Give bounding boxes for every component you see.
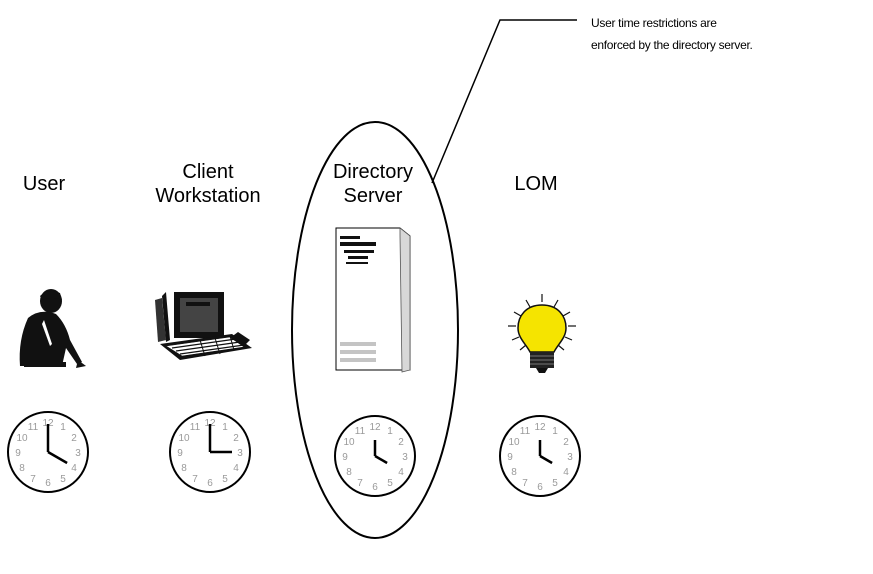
clock-numeral: 11 <box>28 422 39 433</box>
clock-numeral: 11 <box>355 426 366 437</box>
clock-numeral: 8 <box>181 463 187 474</box>
clock-numeral: 6 <box>537 482 543 493</box>
clock-numeral: 4 <box>233 463 239 474</box>
person-icon <box>20 289 86 368</box>
clock-numeral: 3 <box>567 452 573 463</box>
clock-numeral: 11 <box>520 426 531 437</box>
clock-numeral: 7 <box>522 478 528 489</box>
clock-numeral: 8 <box>346 467 352 478</box>
clock-numeral: 11 <box>190 422 201 433</box>
clock-numeral: 5 <box>552 478 558 489</box>
clock-numeral: 3 <box>75 448 81 459</box>
clock-numeral: 2 <box>563 437 569 448</box>
clock-numeral: 4 <box>71 463 77 474</box>
clock-numeral: 7 <box>357 478 363 489</box>
clock-numeral: 6 <box>372 482 378 493</box>
clock-numeral: 12 <box>534 422 546 433</box>
clock-numeral: 5 <box>222 474 228 485</box>
clock-numeral: 10 <box>16 433 28 444</box>
clock-numeral: 1 <box>552 426 558 437</box>
server-icon <box>336 228 410 372</box>
lightbulb-icon <box>508 294 576 373</box>
clock-numeral: 9 <box>507 452 513 463</box>
clock-numeral: 4 <box>563 467 569 478</box>
clock-numeral: 8 <box>511 467 517 478</box>
clock-numeral: 12 <box>369 422 381 433</box>
clock-numeral: 5 <box>60 474 66 485</box>
clock-numeral: 10 <box>508 437 520 448</box>
clock-numeral: 1 <box>60 422 66 433</box>
clock-numeral: 2 <box>71 433 77 444</box>
clock-numeral: 10 <box>178 433 190 444</box>
clock-numeral: 4 <box>398 467 404 478</box>
callout-leader-line <box>432 20 577 183</box>
clock-numeral: 3 <box>402 452 408 463</box>
clock-numeral: 7 <box>192 474 198 485</box>
clock-numeral: 5 <box>387 478 393 489</box>
clock-numeral: 6 <box>45 478 51 489</box>
clock-numeral: 1 <box>222 422 228 433</box>
clock-numeral: 9 <box>177 448 183 459</box>
clock-numeral: 1 <box>387 426 393 437</box>
clock-numeral: 2 <box>398 437 404 448</box>
clock-numeral: 6 <box>207 478 213 489</box>
workstation-icon <box>155 292 252 360</box>
clock-numeral: 9 <box>342 452 348 463</box>
clock-numeral: 7 <box>30 474 36 485</box>
clock-numeral: 9 <box>15 448 21 459</box>
clock-numeral: 10 <box>343 437 355 448</box>
clock-numeral: 2 <box>233 433 239 444</box>
clock-numeral: 8 <box>19 463 25 474</box>
clock-numeral: 3 <box>237 448 243 459</box>
